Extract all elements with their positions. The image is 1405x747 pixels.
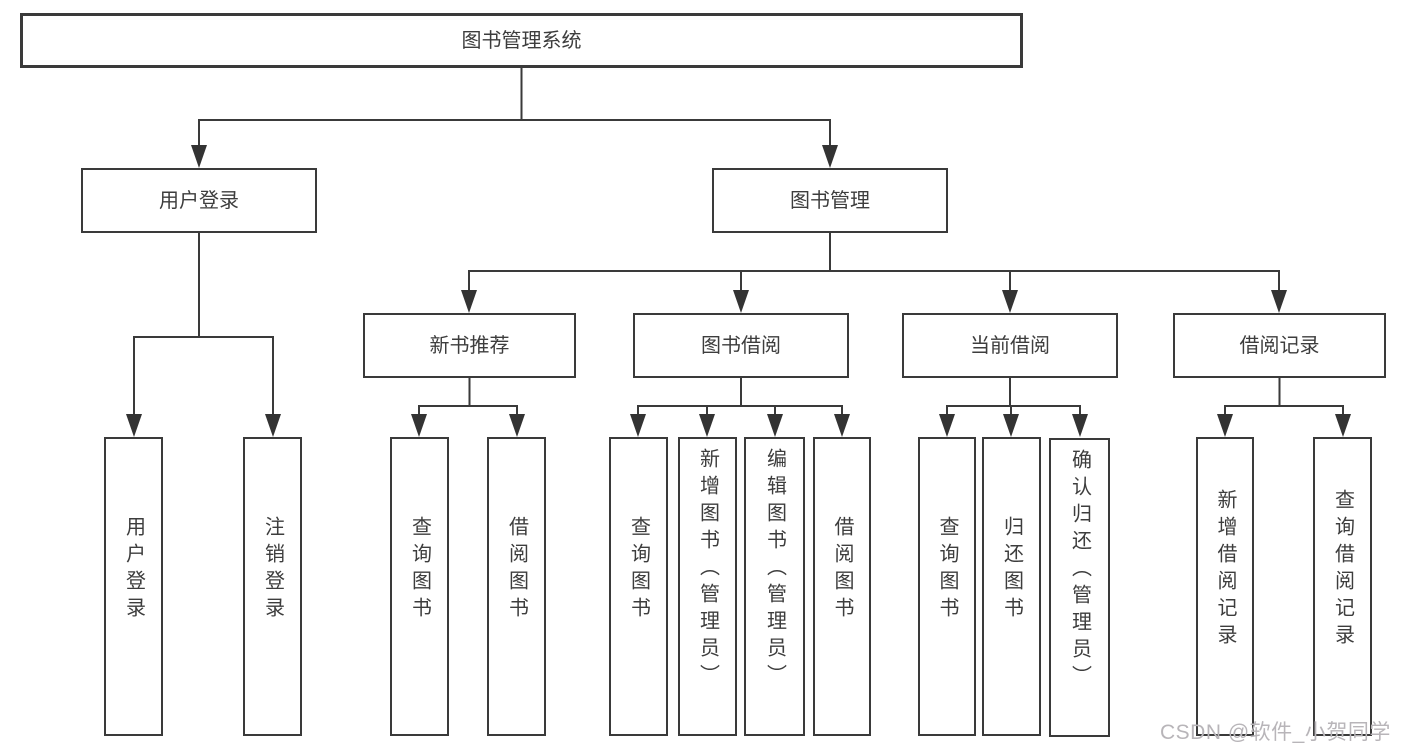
connector-user-login-children	[126, 233, 281, 437]
node-label: 图书借阅	[701, 334, 781, 357]
connector-line	[468, 233, 1280, 295]
leaf-logout: 注销登录	[243, 437, 302, 736]
csdn-watermark: CSDN @软件_小贺同学	[1160, 721, 1391, 744]
node-new-book-recommendation: 新书推荐	[363, 313, 576, 378]
arrowhead-icon	[191, 145, 207, 168]
node-book-management: 图书管理	[712, 168, 948, 233]
node-label: 用户登录	[159, 189, 239, 212]
node-label: 图书管理系统	[461, 29, 582, 52]
node-user-login: 用户登录	[81, 168, 317, 233]
node-library-management-system: 图书管理系统	[20, 13, 1023, 68]
node-label: 借阅图书	[505, 515, 528, 624]
leaf-current-query-books: 查询图书	[918, 437, 976, 736]
arrowhead-icon	[1217, 414, 1233, 437]
arrowhead-icon	[126, 414, 142, 437]
connector-line	[133, 233, 274, 419]
arrowhead-icon	[822, 145, 838, 168]
arrowhead-icon	[411, 414, 427, 437]
leaf-edit-books-admin: 编辑图书（管理员）	[744, 437, 805, 736]
arrowhead-icon	[699, 414, 715, 437]
arrowhead-icon	[630, 414, 646, 437]
connector-book-management-children	[461, 233, 1287, 313]
connector-borrowing-records-children	[1217, 378, 1351, 437]
connector-book-borrowing-children	[630, 378, 850, 437]
arrowhead-icon	[1072, 414, 1088, 437]
node-book-borrowing: 图书借阅	[633, 313, 849, 378]
arrowhead-icon	[1271, 290, 1287, 313]
leaf-borrowing-query-books: 查询图书	[609, 437, 668, 736]
leaf-borrow-books: 借阅图书	[813, 437, 871, 736]
connector-line	[637, 378, 843, 419]
arrowhead-icon	[509, 414, 525, 437]
arrowhead-icon	[1002, 290, 1018, 313]
node-label: 注销登录	[261, 515, 284, 624]
leaf-recommend-borrow-books: 借阅图书	[487, 437, 546, 736]
arrowhead-icon	[939, 414, 955, 437]
node-label: 查询图书	[936, 515, 958, 624]
node-label: 确认归还（管理员）	[1068, 449, 1091, 692]
connector-line	[418, 378, 518, 419]
arrowhead-icon	[733, 290, 749, 313]
connector-current-borrowing-children	[939, 378, 1088, 437]
node-label: 图书管理	[790, 189, 870, 212]
node-label: 借阅图书	[831, 515, 853, 624]
connector-line	[946, 378, 1081, 419]
leaf-return-books: 归还图书	[982, 437, 1041, 736]
node-label: 用户登录	[122, 515, 145, 624]
node-label: 查询借阅记录	[1331, 488, 1354, 651]
leaf-add-borrow-record: 新增借阅记录	[1196, 437, 1254, 736]
leaf-add-books-admin: 新增图书（管理员）	[678, 437, 737, 736]
arrowhead-icon	[834, 414, 850, 437]
arrowhead-icon	[1003, 414, 1019, 437]
node-label: 归还图书	[1000, 515, 1023, 624]
arrowhead-icon	[767, 414, 783, 437]
node-label: 编辑图书（管理员）	[763, 448, 786, 691]
node-label: 新书推荐	[429, 334, 510, 357]
connector-line	[1224, 378, 1344, 419]
connector-new-book-recommendation-children	[411, 378, 525, 437]
leaf-user-login: 用户登录	[104, 437, 163, 736]
leaf-query-borrow-record: 查询借阅记录	[1313, 437, 1372, 736]
leaf-confirm-return-admin: 确认归还（管理员）	[1049, 438, 1110, 737]
node-label: 当前借阅	[970, 334, 1050, 357]
arrowhead-icon	[265, 414, 281, 437]
node-current-borrowing: 当前借阅	[902, 313, 1118, 378]
node-label: 新增借阅记录	[1214, 488, 1236, 651]
node-borrowing-records: 借阅记录	[1173, 313, 1386, 378]
node-label: 查询图书	[408, 515, 431, 624]
node-label: 新增图书（管理员）	[696, 448, 719, 691]
node-label: 借阅记录	[1239, 334, 1320, 357]
connector-line	[198, 68, 831, 150]
node-label: 查询图书	[627, 515, 650, 624]
arrowhead-icon	[461, 290, 477, 313]
arrowhead-icon	[1335, 414, 1351, 437]
leaf-recommend-query-books: 查询图书	[390, 437, 449, 736]
connector-root-to-level2	[191, 68, 838, 168]
